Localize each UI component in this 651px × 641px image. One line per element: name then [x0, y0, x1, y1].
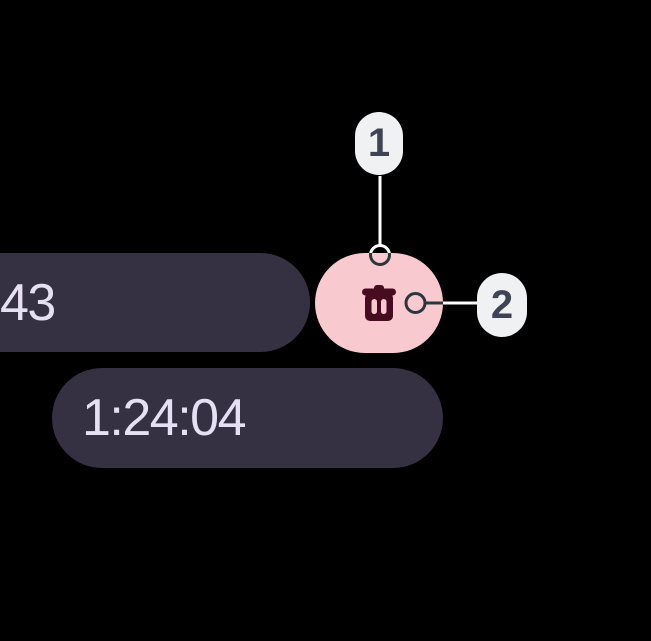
timer-chip-partial: 43	[0, 253, 310, 352]
delete-button[interactable]	[315, 253, 443, 353]
callout-badge-1-label: 1	[367, 121, 391, 165]
trash-icon	[362, 285, 396, 321]
timer-elapsed-text: 1:24:04	[82, 389, 247, 447]
callout-badge-2: 2	[477, 273, 527, 337]
timer-chip-elapsed: 1:24:04	[52, 368, 443, 468]
timer-partial-text: 43	[0, 273, 56, 332]
callout-badge-2-label: 2	[490, 282, 514, 327]
callout-badge-1: 1	[355, 112, 403, 175]
